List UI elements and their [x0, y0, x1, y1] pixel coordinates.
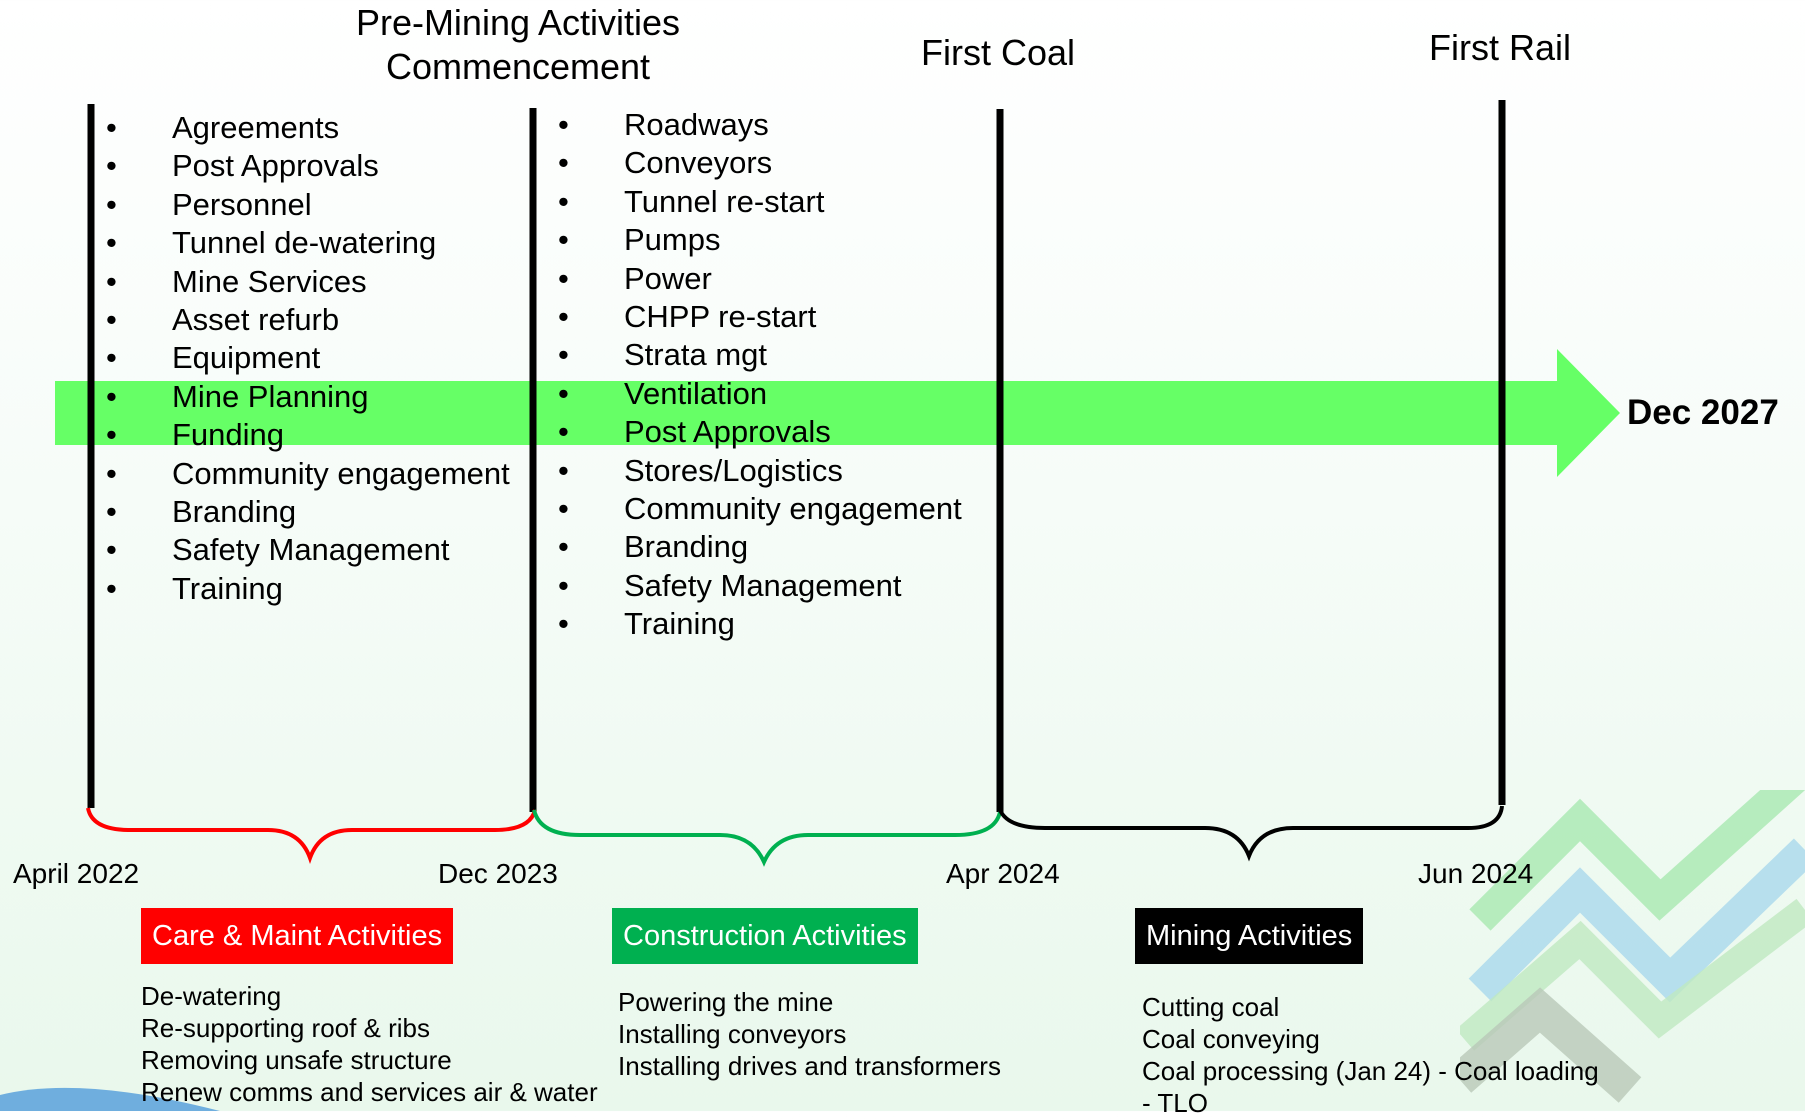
list-item: Community engagement [106, 455, 510, 494]
mining-brace [998, 805, 1504, 862]
list-item: Post Approvals [106, 147, 510, 186]
list-item: CHPP re-start [558, 298, 962, 337]
mining-label: Mining Activities [1135, 908, 1364, 964]
list-item: Mine Planning [106, 378, 510, 417]
list-item: Personnel [106, 186, 510, 225]
date-april-2022: April 2022 [13, 858, 140, 889]
date-apr-2024: Apr 2024 [946, 858, 1060, 889]
list-item: Coal processing (Jan 24) - Coal loading [1142, 1056, 1599, 1086]
list-item: Safety Management [106, 531, 510, 570]
list-item: Ventilation [558, 375, 962, 414]
care-maint-label: Care & Maint Activities [141, 908, 454, 964]
list-item: Branding [558, 528, 962, 567]
list-item: Powering the mine [618, 987, 834, 1017]
date-dec-2023: Dec 2023 [438, 858, 558, 889]
list-item: Safety Management [558, 567, 962, 606]
list-item: Community engagement [558, 490, 962, 529]
list-item: Installing drives and transformers [618, 1051, 1001, 1081]
company-logo-graphic [1460, 790, 1805, 1103]
list-item: Tunnel de-watering [106, 224, 510, 263]
list-item: Stores/Logistics [558, 452, 962, 491]
list-item: Agreements [106, 109, 510, 148]
list-item: De-watering [141, 981, 282, 1011]
list-item: Training [558, 605, 962, 644]
first-coal-heading: First Coal [920, 32, 1076, 73]
list-item: Pumps [558, 221, 962, 260]
list-item: Removing unsafe structure [141, 1045, 452, 1075]
list-item: Branding [106, 493, 510, 532]
care-maint-items: De-watering Re-supporting roof & ribs Re… [141, 980, 598, 1108]
first-rail-heading: First Rail [1429, 27, 1571, 68]
care-brace [86, 807, 537, 864]
list-item: Renew comms and services air & water [141, 1077, 598, 1107]
mining-items: Cutting coal Coal conveying Coal process… [1142, 991, 1599, 1119]
construction-activity-list: Roadways Conveyors Tunnel re-start Pumps… [558, 106, 962, 644]
pre-mining-heading-line1: Pre-Mining Activities [355, 2, 681, 43]
list-item: Conveyors [558, 144, 962, 183]
list-item: Roadways [558, 106, 962, 145]
corner-swoosh [0, 1087, 220, 1111]
pre-mining-activity-list: Agreements Post Approvals Personnel Tunn… [106, 109, 510, 609]
date-jun-2024: Jun 2024 [1418, 858, 1534, 889]
list-item: Tunnel re-start [558, 183, 962, 222]
pre-mining-heading-line2: Commencement [385, 46, 651, 87]
construction-items: Powering the mine Installing conveyors I… [618, 986, 1001, 1082]
list-item: Strata mgt [558, 336, 962, 375]
construction-label: Construction Activities [612, 908, 918, 964]
list-item: Cutting coal [1142, 992, 1280, 1022]
list-item: Re-supporting roof & ribs [141, 1013, 431, 1043]
list-item: Post Approvals [558, 413, 962, 452]
list-item: Funding [106, 416, 510, 455]
list-item: Training [106, 570, 510, 609]
list-item: Installing conveyors [618, 1019, 847, 1049]
list-item: Asset refurb [106, 301, 510, 340]
timeline-end-label: Dec 2027 [1627, 393, 1779, 432]
construction-brace [532, 809, 1002, 867]
list-item: Mine Services [106, 263, 510, 302]
pre-mining-heading: Pre-Mining Activities Commencement [348, 1, 688, 89]
list-item: Coal conveying [1142, 1024, 1320, 1054]
list-item: Equipment [106, 339, 510, 378]
list-item: - TLO [1142, 1088, 1208, 1118]
list-item: Power [558, 260, 962, 299]
